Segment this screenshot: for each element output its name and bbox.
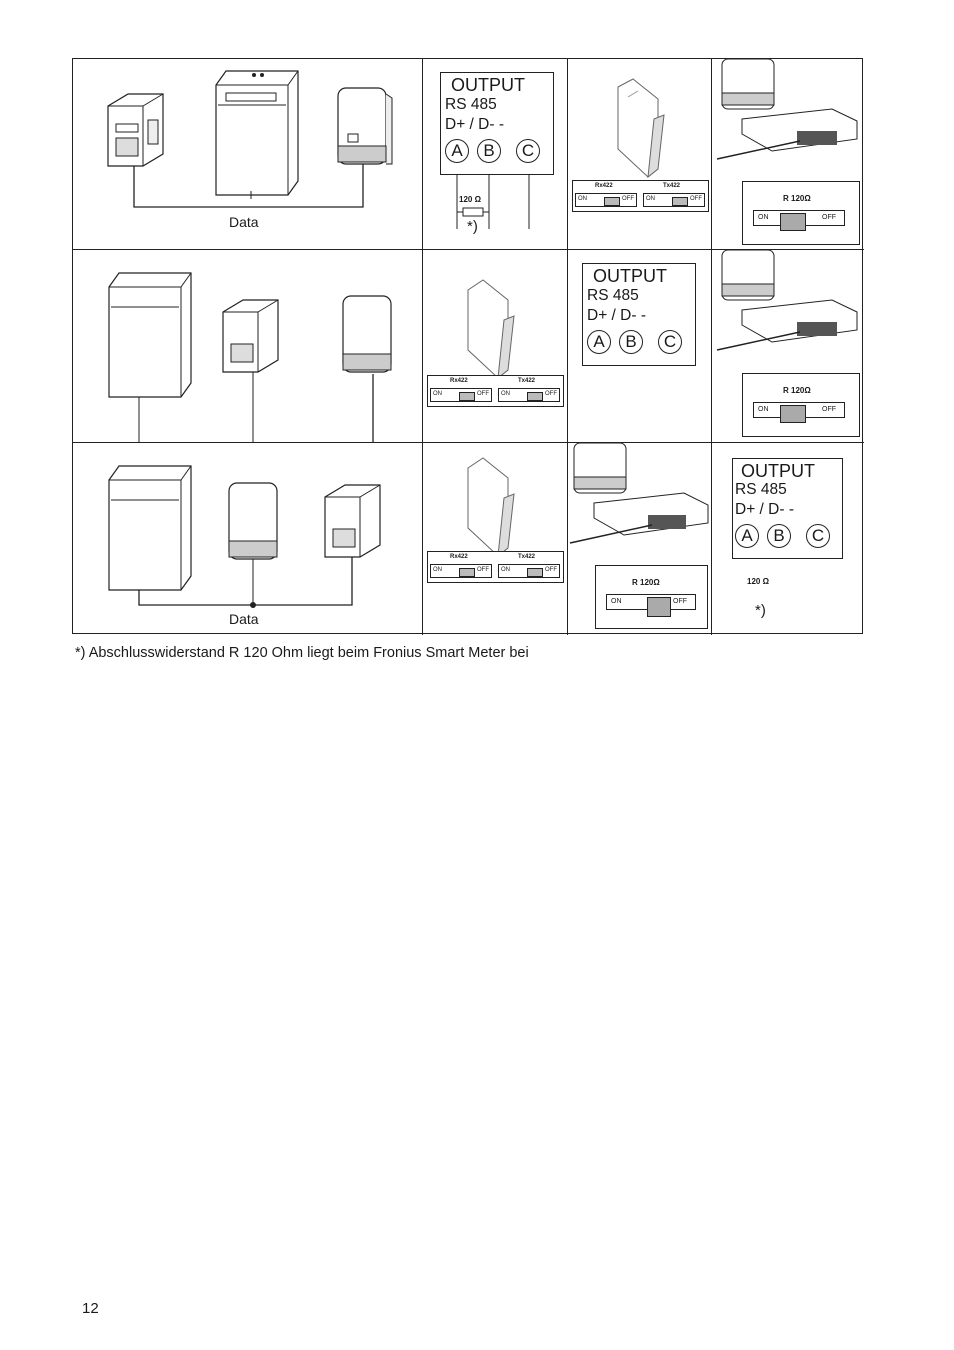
output-panel: OUTPUT RS 485 D+ / D- - A B C (732, 458, 843, 559)
r120-label: R 120Ω (783, 386, 811, 395)
datamanager-card-icon (716, 250, 858, 351)
rx-toggle[interactable]: ON OFF (430, 564, 492, 578)
smart-meter-icon (107, 93, 164, 167)
tx422-label: Tx422 (663, 183, 681, 189)
resistor-label: 120 Ω (459, 195, 481, 204)
smart-meter-icon (324, 484, 381, 558)
terminal-c: C (516, 139, 540, 163)
resistor-label: 120 Ω (747, 577, 769, 586)
row2-card-cell: R 120Ω ON OFF (712, 250, 864, 443)
row2-devices-drawing (108, 272, 392, 442)
rs485-label: RS 485 (735, 481, 787, 498)
row3-devices-cell: Data (73, 443, 423, 635)
row1-devices-drawing (107, 70, 393, 208)
dip-switch-panel: Rx422 Tx422 ON OFF ON OFF (427, 375, 564, 407)
r120-switch-panel: R 120Ω ON OFF (742, 373, 860, 437)
row1-devices-cell: Data (73, 59, 423, 250)
output-title: OUTPUT (593, 266, 667, 286)
output-panel: OUTPUT RS 485 D+ / D- - A B C (440, 72, 554, 175)
rs485-label: RS 485 (587, 287, 639, 304)
output-title: OUTPUT (741, 461, 815, 481)
terminal-a: A (587, 330, 611, 354)
rx422-label: Rx422 (450, 378, 468, 384)
battery-storage-icon (108, 272, 192, 398)
inverter-icon (337, 87, 393, 165)
rx422-label: Rx422 (595, 183, 613, 189)
interface-converter-icon (617, 78, 665, 179)
row2-devices-cell: Data (73, 250, 423, 443)
terminal-c: C (658, 330, 682, 354)
output-title: OUTPUT (451, 75, 525, 95)
battery-storage-icon (215, 70, 299, 196)
rx-toggle[interactable]: ON OFF (575, 193, 637, 207)
row3-converter-cell: Rx422 Tx422 ON OFF ON OFF (423, 443, 568, 635)
smart-meter-icon (222, 299, 279, 373)
rx422-label: Rx422 (450, 554, 468, 560)
tx-toggle[interactable]: ON OFF (643, 193, 705, 207)
terminal-b: B (767, 524, 791, 548)
row1-card-cell: R 120Ω ON OFF (712, 59, 864, 250)
row3-card-cell: R 120Ω ON OFF (568, 443, 712, 635)
inverter-icon (342, 295, 392, 373)
interface-converter-icon (467, 457, 515, 558)
row1-converter-cell: Rx422 Tx422 ON OFF ON OFF (568, 59, 712, 250)
row1-output-cell: OUTPUT RS 485 D+ / D- - A B C 120 Ω *) (423, 59, 568, 250)
terminal-b: B (477, 139, 501, 163)
datamanager-card-icon (716, 59, 858, 160)
inverter-icon (228, 482, 278, 560)
tx-toggle[interactable]: ON OFF (498, 388, 560, 402)
datamanager-card-icon (569, 443, 709, 544)
tx-toggle[interactable]: ON OFF (498, 564, 560, 578)
interface-converter-icon (467, 279, 515, 380)
wiring-diagram-grid: Data OUTPUT RS 485 D+ / D- - A B C 120 Ω… (72, 58, 864, 635)
data-label: Data (229, 611, 259, 627)
r120-label: R 120Ω (783, 194, 811, 203)
dip-switch-panel: Rx422 Tx422 ON OFF ON OFF (572, 180, 709, 212)
row3-output-cell: OUTPUT RS 485 D+ / D- - A B C 120 Ω *) (712, 443, 864, 635)
r120-toggle[interactable]: ON OFF (753, 402, 845, 423)
dip-switch-panel: Rx422 Tx422 ON OFF ON OFF (427, 551, 564, 583)
polarity-label: D+ / D- - (445, 116, 504, 133)
row1-output-wiring (456, 174, 530, 229)
polarity-label: D+ / D- - (735, 501, 794, 518)
page-number: 12 (82, 1300, 99, 1317)
row3-devices-drawing (108, 465, 381, 608)
output-panel: OUTPUT RS 485 D+ / D- - A B C (582, 263, 696, 366)
terminal-a: A (735, 524, 759, 548)
terminal-a: A (445, 139, 469, 163)
battery-storage-icon (108, 465, 192, 591)
r120-toggle[interactable]: ON OFF (753, 210, 845, 231)
terminal-c: C (806, 524, 830, 548)
resistor-note: *) (755, 602, 766, 619)
row2-converter-cell: Rx422 Tx422 ON OFF ON OFF (423, 250, 568, 443)
tx422-label: Tx422 (518, 378, 536, 384)
r120-label: R 120Ω (632, 578, 660, 587)
resistor-note: *) (467, 218, 478, 235)
tx422-label: Tx422 (518, 554, 536, 560)
row2-output-cell: OUTPUT RS 485 D+ / D- - A B C (568, 250, 712, 443)
data-label: Data (229, 214, 259, 230)
r120-switch-panel: R 120Ω ON OFF (742, 181, 860, 245)
terminal-b: B (619, 330, 643, 354)
r120-switch-panel: R 120Ω ON OFF (595, 565, 708, 629)
r120-toggle[interactable]: ON OFF (606, 594, 696, 617)
polarity-label: D+ / D- - (587, 307, 646, 324)
footnote-text: *) Abschlusswiderstand R 120 Ohm liegt b… (75, 645, 529, 661)
rs485-label: RS 485 (445, 96, 497, 113)
rx-toggle[interactable]: ON OFF (430, 388, 492, 402)
